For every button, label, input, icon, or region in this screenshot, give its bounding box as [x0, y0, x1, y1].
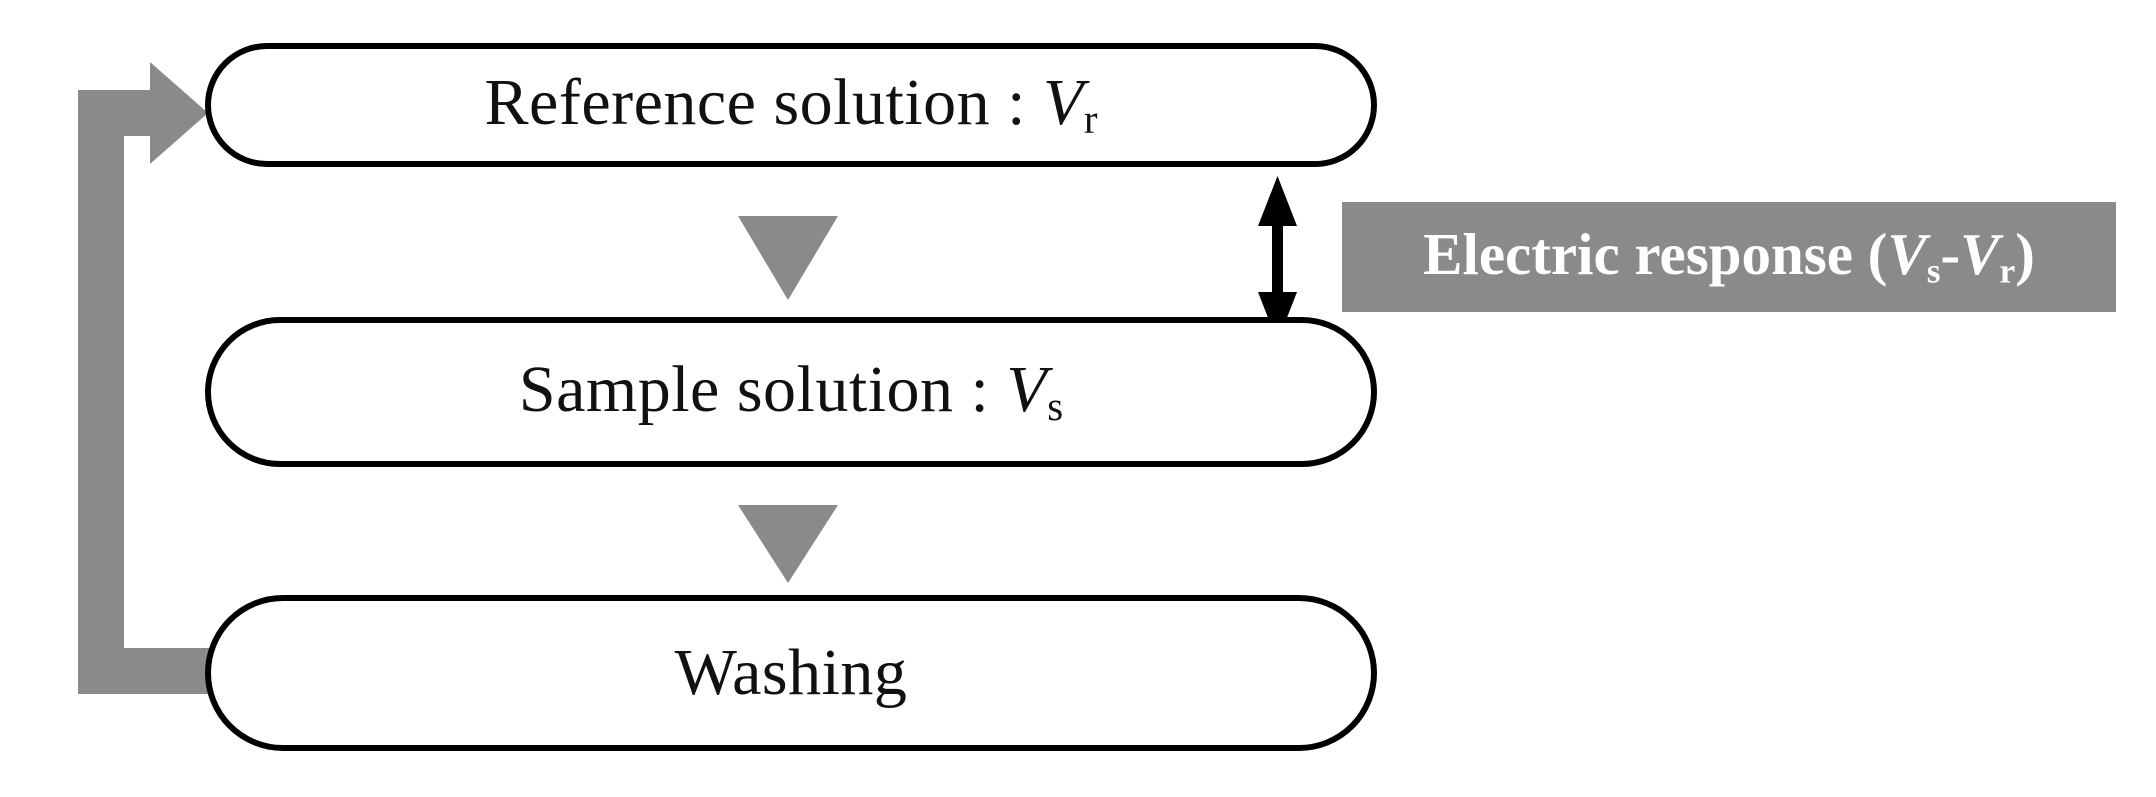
response-separator: -	[1940, 221, 1961, 288]
node-sample-solution[interactable]: Sample solution : Vs	[205, 317, 1377, 467]
node-sample-solution-label: Sample solution : Vs	[519, 356, 1064, 429]
electric-response-label: Electric response (Vs-Vr)	[1423, 225, 2035, 289]
electric-response-suffix: )	[2015, 221, 2035, 288]
node-washing-label: Washing	[675, 640, 908, 706]
variable-v-reference-diff: V	[1960, 221, 2000, 288]
washing-to-reference-feedback-arrow	[78, 62, 232, 694]
subscript-s-diff: s	[1926, 250, 1941, 291]
triangle-sample-to-washing	[738, 505, 838, 583]
node-washing-text: Washing	[674, 636, 908, 709]
triangle-reference-to-sample	[738, 216, 838, 300]
node-sample-solution-text: Sample solution :	[518, 352, 1007, 426]
node-reference-solution[interactable]: Reference solution : Vr	[205, 43, 1377, 167]
subscript-s: s	[1047, 383, 1064, 429]
electric-response-prefix: Electric response (	[1423, 221, 1888, 288]
subscript-r: r	[1083, 96, 1098, 142]
node-washing[interactable]: Washing	[205, 595, 1377, 751]
node-reference-solution-label: Reference solution : Vr	[485, 69, 1098, 142]
variable-v-reference: V	[1043, 65, 1084, 139]
variable-v-sample-diff: V	[1887, 221, 1927, 288]
subscript-r-diff: r	[1999, 250, 2016, 291]
electric-response-badge: Electric response (Vs-Vr)	[1342, 202, 2116, 312]
node-reference-solution-text: Reference solution :	[484, 65, 1044, 139]
variable-v-sample: V	[1006, 352, 1048, 426]
